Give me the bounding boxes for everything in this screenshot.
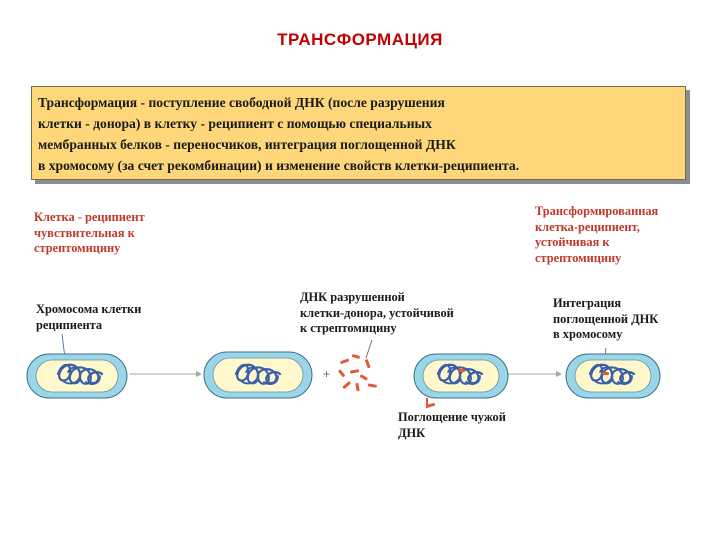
uptake-cell	[413, 353, 509, 408]
absorbed-dna	[458, 369, 465, 372]
transformed-cell-label: Трансформированная клетка-реципиент, уст…	[535, 204, 659, 265]
integration-label: Интеграция поглощенной ДНК в хромосому	[553, 296, 659, 341]
free-dna-fragments	[338, 354, 377, 392]
definition-text: Трансформация - поступление свободной ДН…	[38, 95, 520, 173]
arrow-3-head	[556, 371, 562, 377]
page-title: ТРАНСФОРМАЦИЯ	[277, 30, 443, 49]
donor-cell	[203, 351, 313, 399]
arrow-1-head	[196, 371, 202, 377]
integrated-dna	[602, 372, 609, 375]
uptake-label: Поглощение чужой ДНК	[398, 410, 506, 440]
donor-dna-label: ДНК разрушенной клетки-донора, устойчиво…	[300, 290, 454, 335]
recipient-cell	[26, 353, 128, 399]
chromosome-label: Хромосома клетки реципиента	[36, 302, 142, 332]
plus-sign: +	[323, 367, 330, 381]
definition-box: Трансформация - поступление свободной ДН…	[31, 86, 686, 180]
entering-dna	[426, 398, 428, 408]
transformed-cell	[565, 353, 661, 399]
recipient-cell-label: Клетка - реципиент чувствительная к стре…	[34, 210, 145, 255]
donor-dna-leader	[365, 339, 373, 359]
